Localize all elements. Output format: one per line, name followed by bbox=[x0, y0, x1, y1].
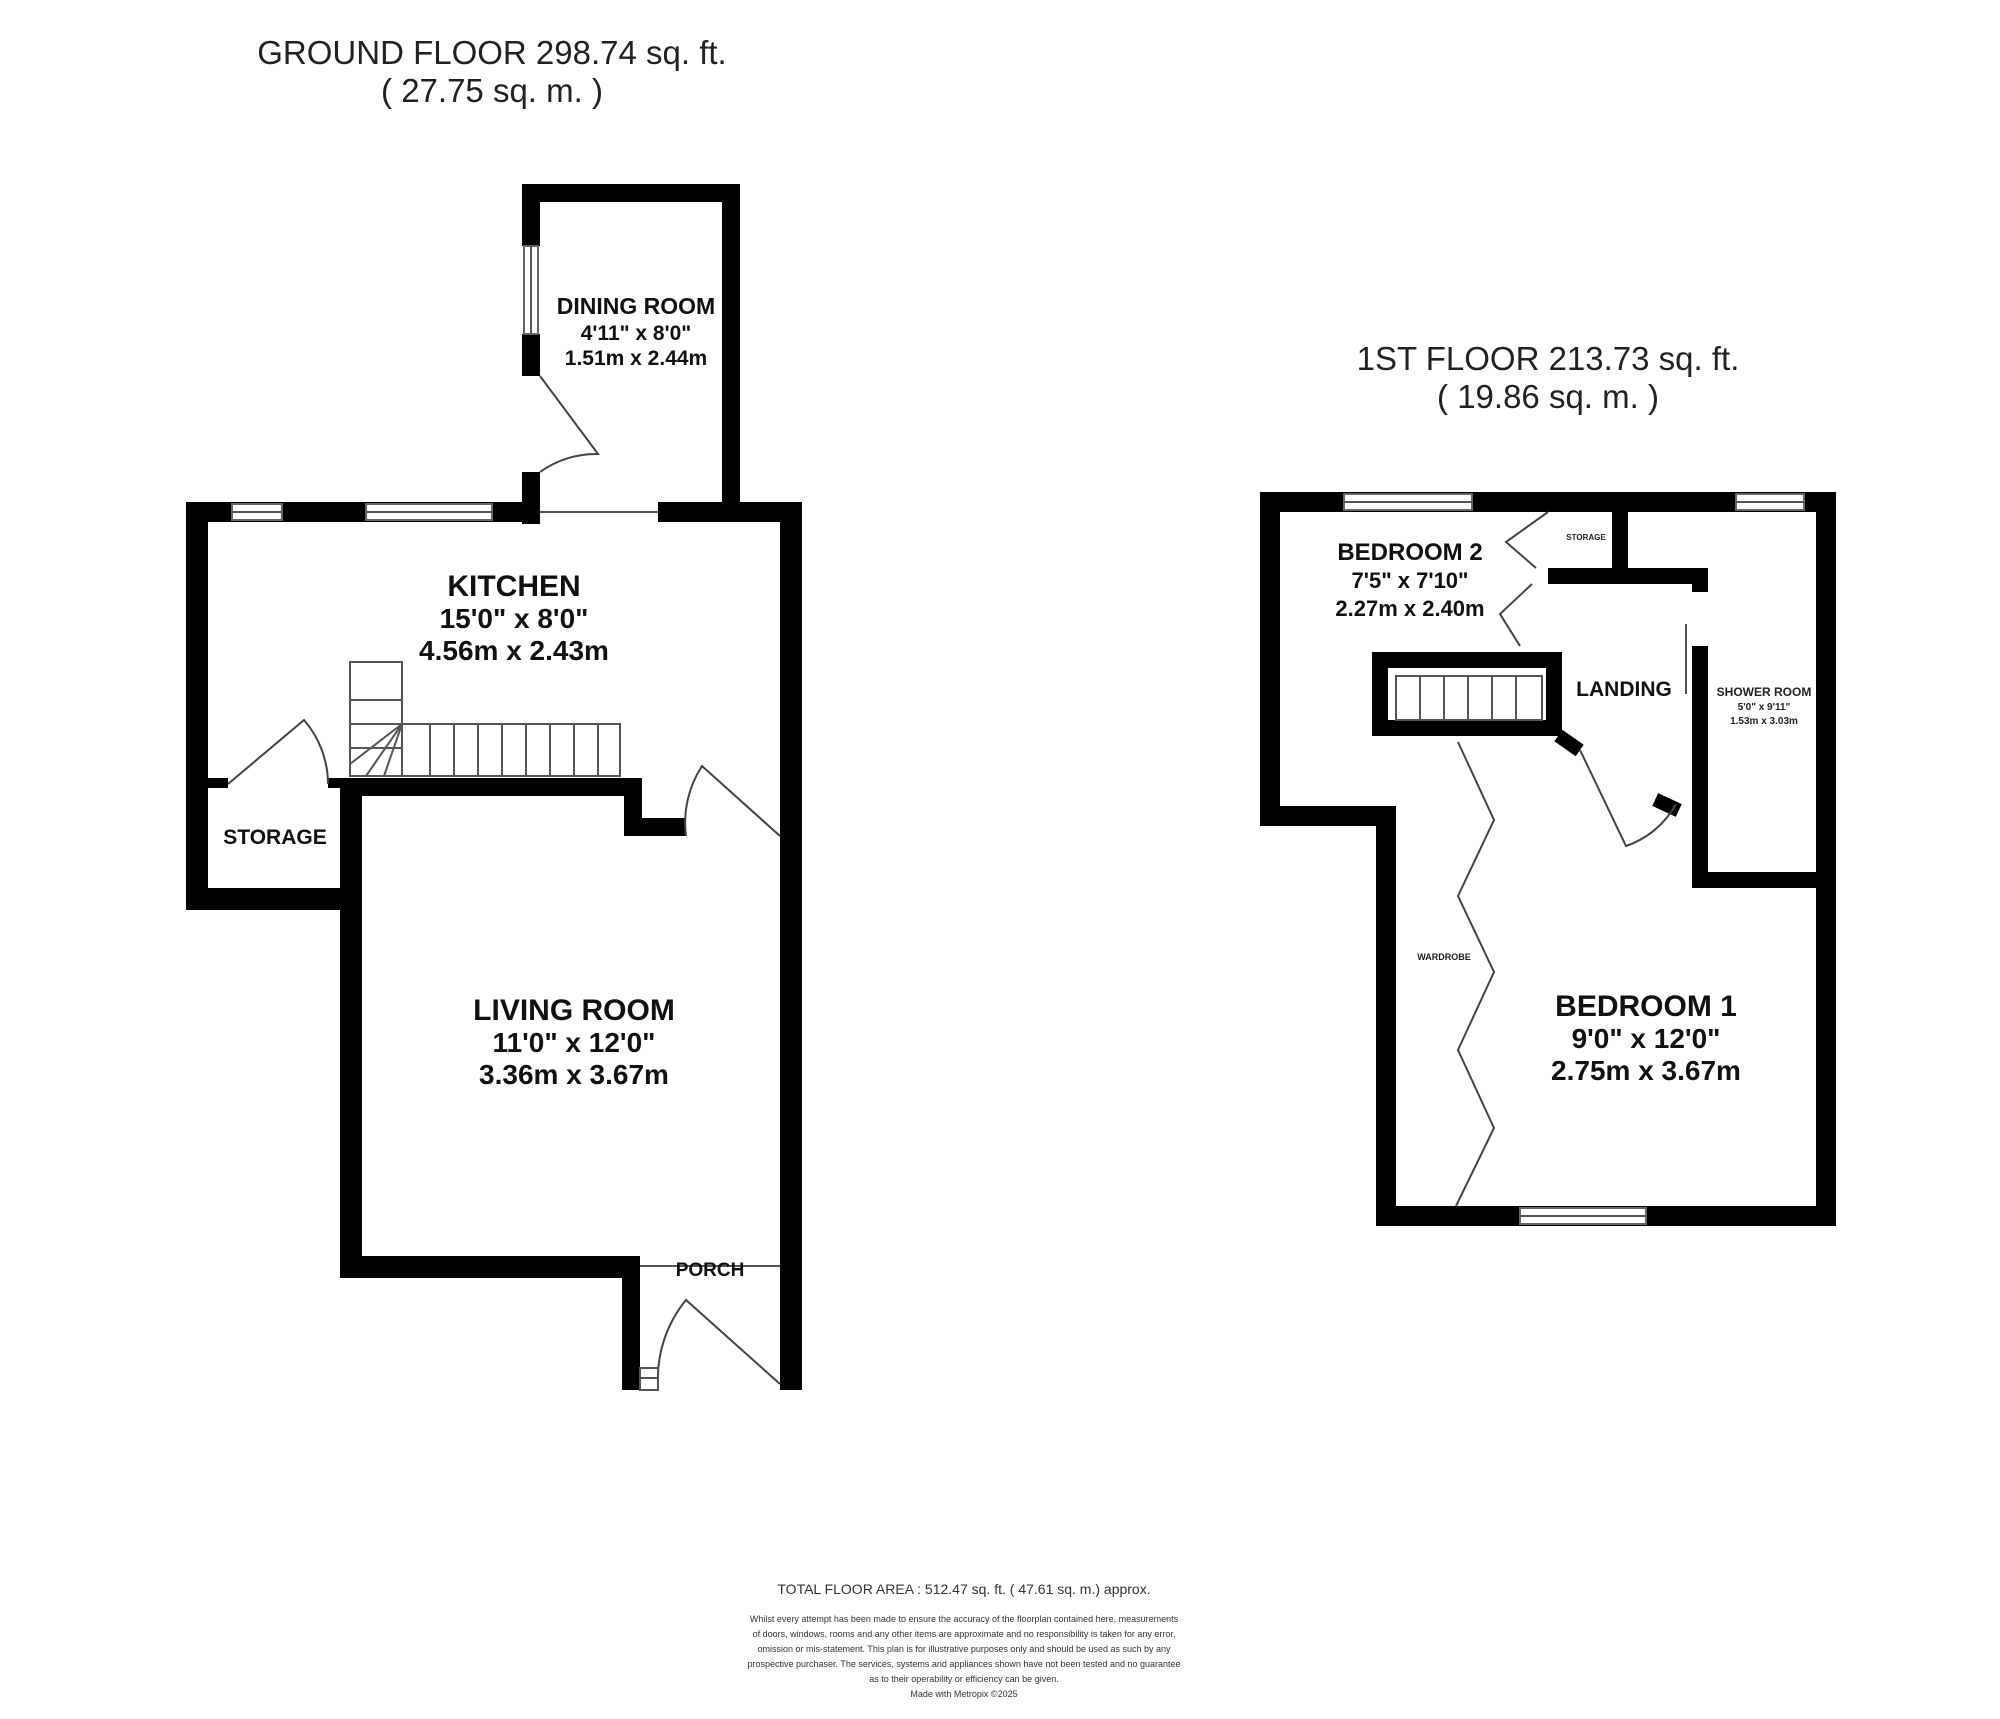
storage-label: STORAGE bbox=[223, 826, 326, 849]
ground-floor-plan: GROUND FLOOR 298.74 sq. ft. ( 27.75 sq. … bbox=[186, 34, 802, 1391]
bedroom-1-metric: 2.75m x 3.67m bbox=[1551, 1055, 1741, 1086]
living-room-imperial: 11'0" x 12'0" bbox=[493, 1027, 656, 1058]
shower-room-metric: 1.53m x 3.03m bbox=[1730, 716, 1798, 727]
disclaimer-line-2: of doors, windows, rooms and any other i… bbox=[753, 1629, 1176, 1639]
kitchen-imperial: 15'0" x 8'0" bbox=[440, 603, 589, 634]
ground-floor-subtitle: ( 27.75 sq. m. ) bbox=[381, 72, 603, 109]
living-room-label: LIVING ROOM 11'0" x 12'0" 3.36m x 3.67m bbox=[473, 994, 675, 1090]
disclaimer-line-1: Whilst every attempt has been made to en… bbox=[750, 1614, 1179, 1624]
landing-label: LANDING bbox=[1576, 678, 1672, 701]
wardrobe-doors bbox=[1455, 741, 1496, 1207]
first-floor-storage-label: STORAGE bbox=[1566, 533, 1606, 542]
landing-stairs bbox=[1395, 675, 1543, 721]
credit-line: Made with Metropix ©2025 bbox=[910, 1689, 1017, 1699]
kitchen-name: KITCHEN bbox=[447, 570, 580, 603]
disclaimer-line-3: omission or mis-statement. This plan is … bbox=[757, 1644, 1171, 1654]
footer: TOTAL FLOOR AREA : 512.47 sq. ft. ( 47.6… bbox=[747, 1581, 1180, 1699]
dining-room-imperial: 4'11" x 8'0" bbox=[581, 322, 692, 345]
disclaimer-line-5: as to their operability or efficiency ca… bbox=[869, 1674, 1058, 1684]
porch-label: PORCH bbox=[676, 1260, 745, 1281]
ground-floor-doors bbox=[227, 375, 781, 1385]
first-floor-title: 1ST FLOOR 213.73 sq. ft. bbox=[1357, 340, 1740, 377]
disclaimer-line-4: prospective purchaser. The services, sys… bbox=[747, 1659, 1180, 1669]
kitchen-label: KITCHEN 15'0" x 8'0" 4.56m x 2.43m bbox=[419, 570, 609, 666]
bedroom-1-name: BEDROOM 1 bbox=[1555, 990, 1737, 1023]
living-room-metric: 3.36m x 3.67m bbox=[479, 1059, 669, 1090]
ground-floor-walls bbox=[186, 184, 802, 1390]
ground-floor-title: GROUND FLOOR 298.74 sq. ft. bbox=[257, 34, 726, 71]
dining-room-label: DINING ROOM 4'11" x 8'0" 1.51m x 2.44m bbox=[557, 293, 715, 370]
ground-floor-windows bbox=[231, 245, 780, 1267]
bedroom-2-name: BEDROOM 2 bbox=[1337, 539, 1482, 566]
bedroom-1-label: BEDROOM 1 9'0" x 12'0" 2.75m x 3.67m bbox=[1551, 990, 1741, 1086]
dining-room-metric: 1.51m x 2.44m bbox=[565, 347, 707, 370]
kitchen-metric: 4.56m x 2.43m bbox=[419, 635, 609, 666]
bedroom-2-label: BEDROOM 2 7'5" x 7'10" 2.27m x 2.40m bbox=[1335, 539, 1484, 621]
first-floor-windows bbox=[1343, 493, 1805, 1225]
first-floor-subtitle: ( 19.86 sq. m. ) bbox=[1437, 378, 1659, 415]
first-floor-doors bbox=[1498, 511, 1687, 848]
total-floor-area: TOTAL FLOOR AREA : 512.47 sq. ft. ( 47.6… bbox=[777, 1581, 1150, 1597]
living-room-name: LIVING ROOM bbox=[473, 994, 675, 1027]
shower-room-name: SHOWER ROOM bbox=[1717, 685, 1812, 699]
shower-room-imperial: 5'0" x 9'11" bbox=[1738, 702, 1791, 713]
shower-room-label: SHOWER ROOM 5'0" x 9'11" 1.53m x 3.03m bbox=[1717, 685, 1812, 727]
porch-step bbox=[639, 1367, 659, 1391]
bedroom-2-metric: 2.27m x 2.40m bbox=[1335, 596, 1484, 621]
stairs bbox=[349, 661, 621, 777]
dining-room-name: DINING ROOM bbox=[557, 293, 715, 319]
first-floor-plan: 1ST FLOOR 213.73 sq. ft. ( 19.86 sq. m. … bbox=[1260, 340, 1836, 1226]
bedroom-2-imperial: 7'5" x 7'10" bbox=[1352, 568, 1469, 593]
wardrobe-label: WARDROBE bbox=[1417, 952, 1471, 962]
bedroom-1-imperial: 9'0" x 12'0" bbox=[1572, 1023, 1721, 1054]
